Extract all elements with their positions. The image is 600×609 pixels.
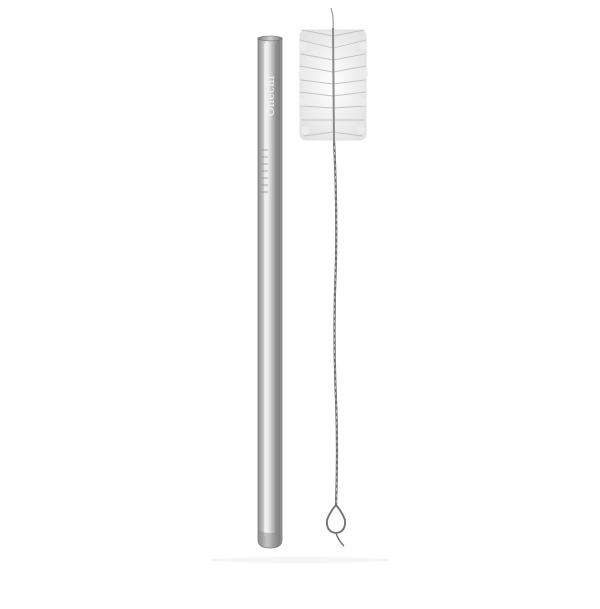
straw-engraving: Onechi bbox=[264, 75, 277, 116]
stainless-straw-icon bbox=[257, 35, 283, 549]
floor-shadow bbox=[210, 557, 390, 563]
cleaning-brush-icon bbox=[298, 7, 368, 547]
